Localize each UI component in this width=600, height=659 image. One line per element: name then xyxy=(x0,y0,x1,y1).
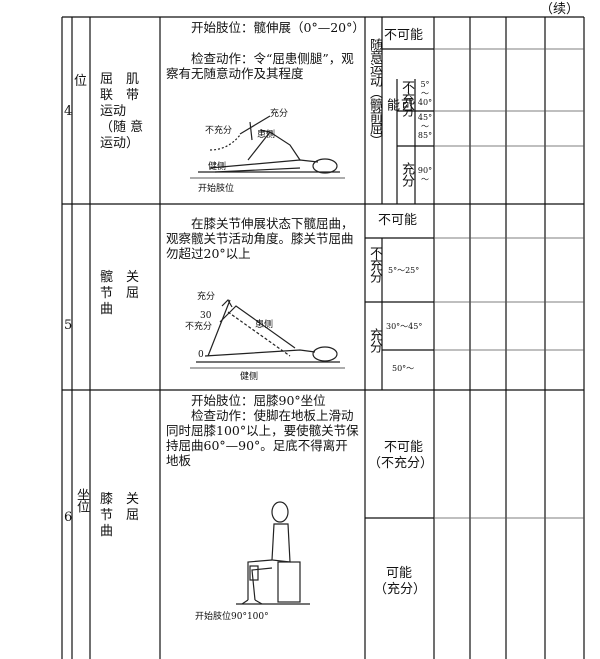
label-healthy-side: 健侧 xyxy=(208,162,227,172)
label-healthy-side: 健侧 xyxy=(240,372,259,382)
start-position-text: 开始肢位：髋伸展（0°—20°） xyxy=(191,20,365,35)
posture-category: 位 xyxy=(74,74,88,89)
label-0-degrees: 0 xyxy=(198,350,204,360)
judgement-insufficient: 不充分 xyxy=(399,80,414,116)
item-line: 节 屈 xyxy=(100,286,140,301)
angle-range: 45°～85° xyxy=(417,113,433,140)
item-line: 节 屈 xyxy=(100,508,140,523)
item-line: 运动） xyxy=(100,136,140,151)
item-line: 联 带 xyxy=(100,88,140,103)
judgement-possible: 可能 xyxy=(384,98,413,141)
label-sufficient: 充分 xyxy=(270,109,289,119)
angle-range: 30°～45° xyxy=(386,322,423,331)
item-line: 髋 关 xyxy=(100,270,140,285)
row-number: 5 xyxy=(64,318,73,333)
item-line: 曲 xyxy=(100,524,114,539)
judgement-sufficient: 充分 xyxy=(399,162,414,186)
item-line: 曲 xyxy=(100,302,114,317)
label-30-degrees: 30 xyxy=(200,311,212,321)
label-affected-side: 患侧 xyxy=(257,130,276,140)
label-sufficient: 充分 xyxy=(197,292,216,302)
check-action-text: 检查动作：令“屈患侧腿”，观察有无随意动作及其程度 xyxy=(166,51,354,81)
figure-caption: 开始肢位 xyxy=(198,184,235,194)
row-number: 4 xyxy=(64,104,73,119)
judgement-not-possible: 不可能 xyxy=(384,440,424,455)
check-action-text: 检查动作：使脚在地板上滑动同时屈膝100°以上，要使髋关节保持屈曲60°—90°… xyxy=(166,408,359,468)
item-line: 运动 xyxy=(100,104,127,119)
angle-range: 90°～ xyxy=(417,166,433,184)
angle-range: 5°～40° xyxy=(417,80,433,107)
label-insufficient: 不充分 xyxy=(185,322,213,332)
item-line: （随 意 xyxy=(100,120,144,135)
judgement-possible: 可能 xyxy=(386,566,413,581)
angle-range: 5°～25° xyxy=(388,266,420,275)
continued-mark: （续） xyxy=(540,2,580,17)
judgement-insufficient: 不充分 xyxy=(367,246,382,282)
item-line: 屈 肌 xyxy=(100,72,140,87)
judgement-not-possible-sub: （不充分） xyxy=(368,456,434,471)
figure-caption: 开始肢位90°100° xyxy=(195,612,269,622)
label-affected-side: 患侧 xyxy=(255,320,274,330)
start-position-text: 开始肢位：屈膝90°坐位 xyxy=(191,393,326,408)
check-action-text: 在膝关节伸展状态下髋屈曲，观察髋关节活动角度。膝关节屈曲勿超过20°以上 xyxy=(166,216,354,261)
judgement-sufficient: 充分 xyxy=(367,328,382,352)
label-insufficient: 不充分 xyxy=(205,126,233,136)
item-line: 膝 关 xyxy=(100,492,140,507)
judgement-not-possible: 不可能 xyxy=(384,28,424,43)
angle-range: 50°～ xyxy=(392,364,415,373)
posture-category: 坐位 xyxy=(74,488,89,512)
row-number: 6 xyxy=(64,510,73,525)
judgement-possible-sub: （充分） xyxy=(374,582,427,597)
judgement-not-possible: 不可能 xyxy=(378,213,418,228)
voluntary-movement-label: 随意运动（髋前屈） xyxy=(367,38,382,146)
test-item-name: 膝 关 节 屈 曲 xyxy=(100,492,158,540)
test-item-name: 屈 肌 联 带 运动 （随 意 运动） xyxy=(100,72,158,152)
test-item-name: 髋 关 节 屈 曲 xyxy=(100,270,158,318)
